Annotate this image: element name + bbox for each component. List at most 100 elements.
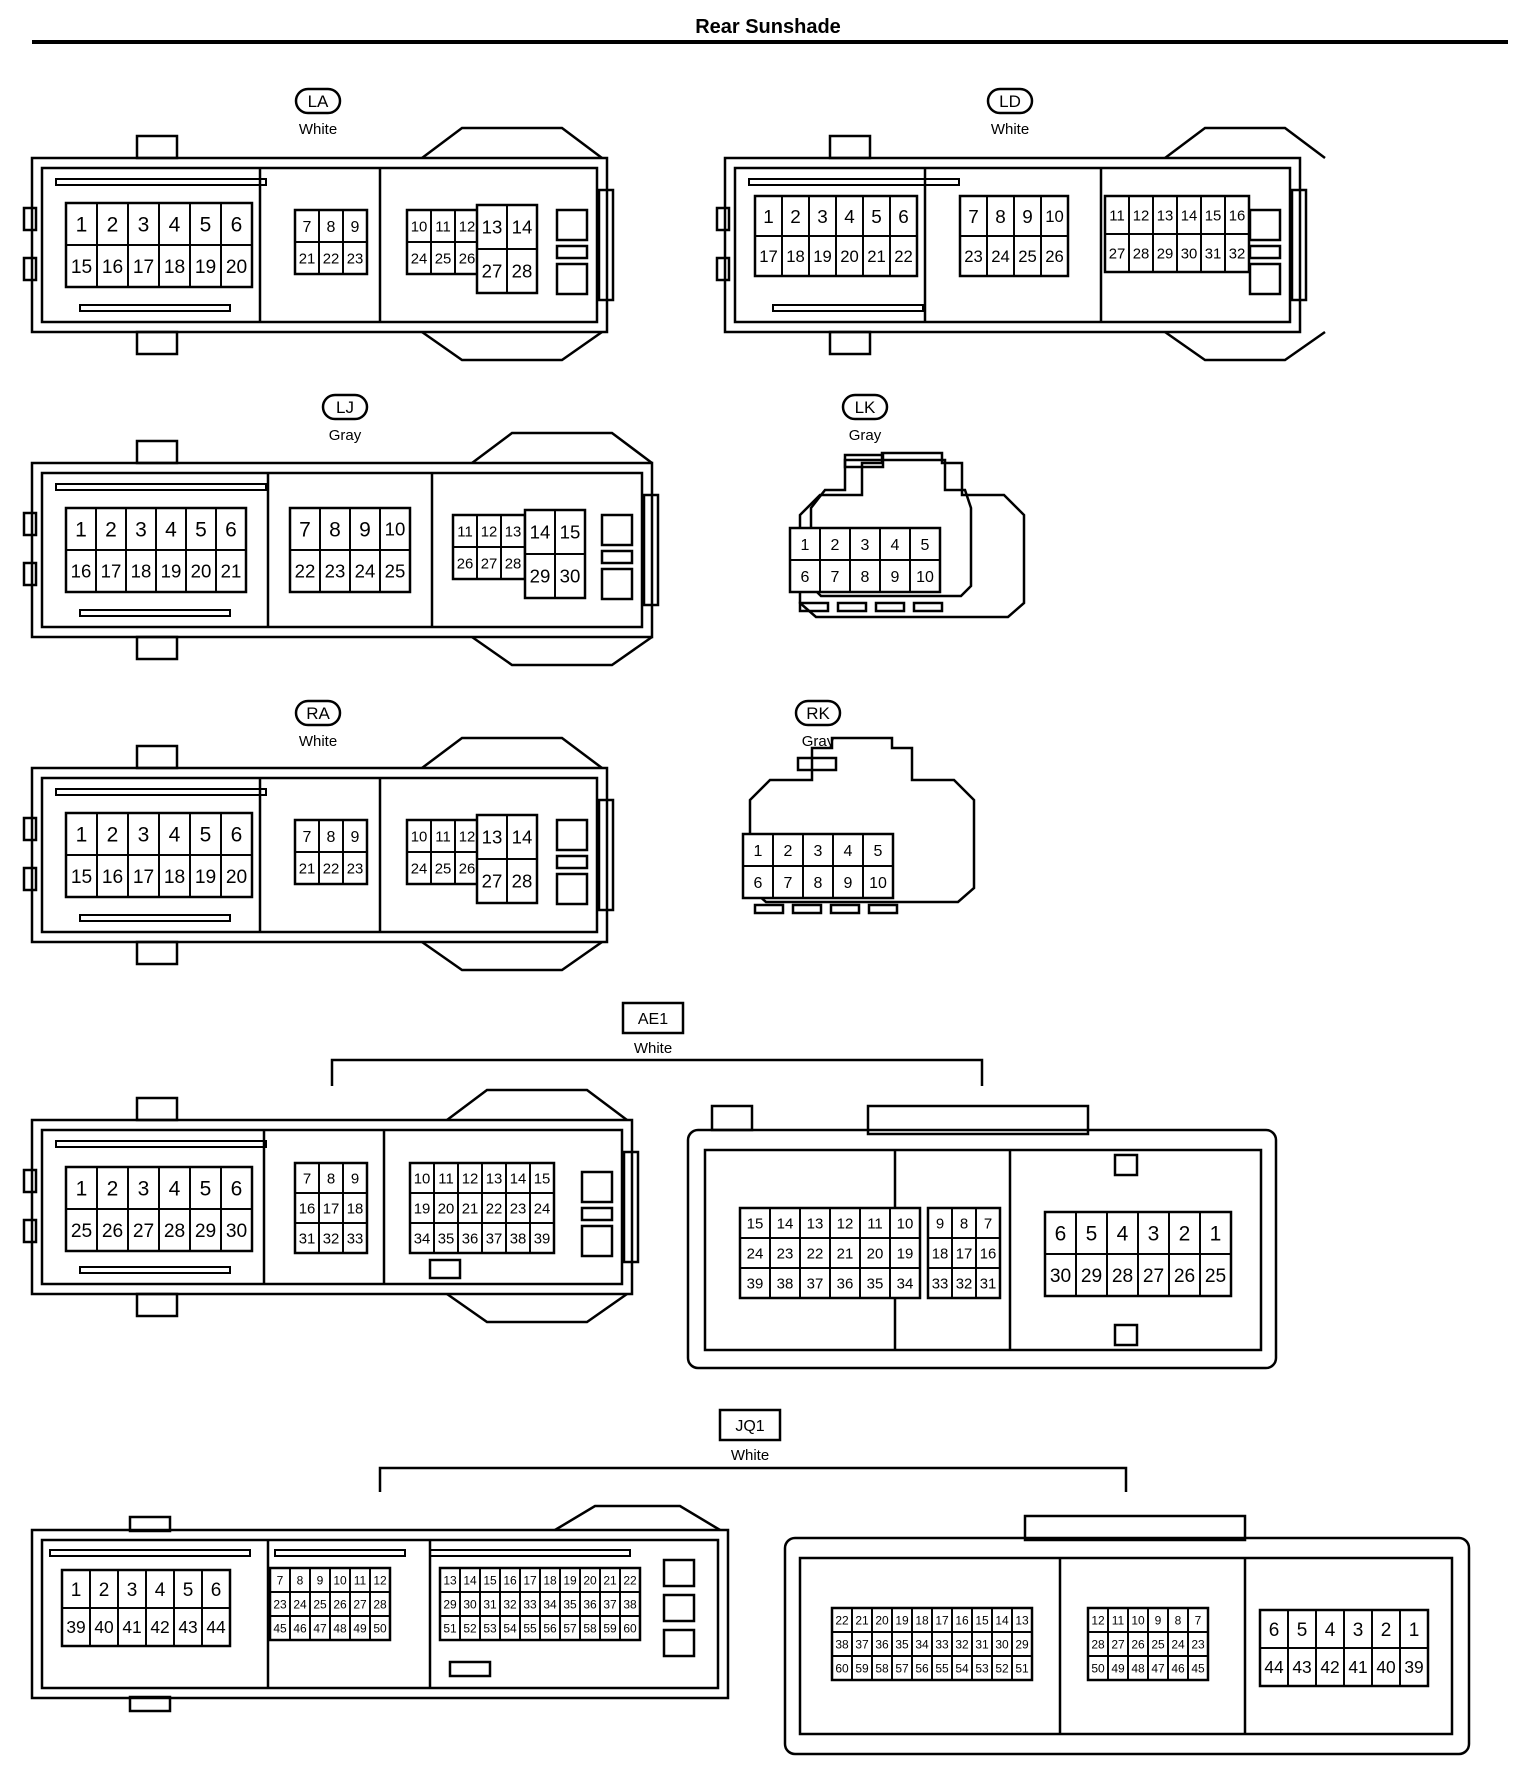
housing-part <box>867 903 899 915</box>
pin-number: 1 <box>76 824 88 847</box>
pin-number: 16 <box>102 867 123 888</box>
pin-cell <box>889 235 918 277</box>
pin-number: 2 <box>107 214 119 237</box>
pin-number: 53 <box>975 1661 989 1675</box>
pin-number: 13 <box>807 1215 824 1232</box>
pin-number: 14 <box>512 827 533 848</box>
pin-number: 52 <box>463 1621 477 1635</box>
pin-number: 12 <box>459 219 476 235</box>
housing-part <box>1248 244 1282 260</box>
housing-part <box>135 635 179 661</box>
pin-number: 45 <box>1191 1661 1205 1675</box>
pin-number: 15 <box>483 1573 497 1587</box>
connector-code: JQ1 <box>735 1418 764 1435</box>
pin-number: 31 <box>1205 246 1222 262</box>
pin-number: 7 <box>303 1170 311 1187</box>
connector-code: LD <box>999 92 1021 111</box>
pin-number: 21 <box>221 561 242 582</box>
pin-number: 14 <box>777 1215 794 1232</box>
pin-number: 5 <box>921 537 930 554</box>
pin-number: 2 <box>99 1580 110 1601</box>
pin-number: 18 <box>786 247 805 266</box>
housing-outline <box>421 736 603 769</box>
pin-number: 11 <box>435 829 450 845</box>
pin-number: 6 <box>231 1178 243 1201</box>
pin-number: 27 <box>481 556 498 572</box>
pin-number: 7 <box>1195 1613 1202 1627</box>
pin-number: 10 <box>411 219 428 235</box>
pin-number: 10 <box>869 875 887 892</box>
pin-number: 28 <box>505 556 522 572</box>
connector-color: White <box>299 733 337 750</box>
pin-number: 3 <box>1353 1620 1364 1641</box>
pin-number: 23 <box>510 1201 527 1217</box>
pin-number: 13 <box>486 1171 503 1187</box>
pin-number: 37 <box>807 1275 824 1292</box>
housing-part <box>866 1104 1090 1136</box>
pin-number: 24 <box>411 861 428 877</box>
pin-number: 12 <box>837 1215 854 1232</box>
pin-number: 12 <box>373 1573 387 1587</box>
pin-number: 23 <box>347 251 364 267</box>
pin-cell <box>619 1615 641 1641</box>
pin-cell <box>506 858 538 904</box>
housing-part <box>22 561 38 587</box>
pin-number: 9 <box>891 569 900 586</box>
housing-outline <box>40 471 644 629</box>
latch-slot <box>55 1140 267 1148</box>
pin-number: 33 <box>347 1231 364 1247</box>
pin-number: 43 <box>178 1617 197 1637</box>
housing-part <box>128 1515 172 1533</box>
pin-number: 4 <box>169 824 181 847</box>
pin-number: 3 <box>1148 1223 1160 1246</box>
pin-number: 14 <box>512 217 533 238</box>
pin-number: 24 <box>411 251 428 267</box>
pin-number: 30 <box>1181 246 1198 262</box>
pin-number: 44 <box>206 1617 226 1637</box>
housing-outline <box>798 451 1026 619</box>
connector-color: White <box>299 121 337 138</box>
pin-number: 16 <box>503 1573 517 1587</box>
pin-number: 23 <box>273 1597 287 1611</box>
pin-number: 21 <box>299 861 316 877</box>
pin-cell <box>975 1267 1001 1299</box>
housing-outline <box>40 1538 720 1690</box>
latch-slot <box>55 788 267 796</box>
latch-slot <box>79 304 231 312</box>
pin-number: 9 <box>351 219 360 236</box>
pin-cell <box>379 549 411 593</box>
pin-number: 11 <box>1112 1613 1125 1627</box>
housing-part <box>912 601 944 613</box>
pin-number: 60 <box>623 1621 637 1635</box>
pin-number: 5 <box>200 824 212 847</box>
pin-number: 27 <box>1109 246 1126 262</box>
pin-number: 8 <box>327 1170 335 1187</box>
pin-number: 33 <box>935 1637 949 1651</box>
pin-number: 3 <box>135 519 147 542</box>
pin-number: 7 <box>784 875 793 892</box>
latch-slot <box>49 1549 251 1557</box>
connector-code-box <box>718 1408 782 1442</box>
pin-number: 7 <box>299 519 311 542</box>
pin-number: 2 <box>1179 1223 1191 1246</box>
pin-number: 31 <box>980 1276 997 1292</box>
pin-number: 29 <box>1157 246 1174 262</box>
latch-slot <box>429 1549 631 1557</box>
housing-outline <box>1164 330 1326 362</box>
pin-number: 38 <box>510 1231 527 1247</box>
connector-code-badge <box>986 87 1034 115</box>
pin-number: 7 <box>984 1215 992 1232</box>
pin-number: 21 <box>299 251 316 267</box>
pin-number: 17 <box>956 1246 973 1262</box>
connector-color: Gray <box>849 427 882 444</box>
pin-number: 15 <box>560 522 581 543</box>
pin-number: 6 <box>231 214 243 237</box>
pin-number: 39 <box>747 1275 764 1292</box>
page-title: Rear Sunshade <box>695 16 841 38</box>
pin-number: 22 <box>486 1201 503 1217</box>
pin-number: 3 <box>861 537 870 554</box>
bracket-line <box>330 1058 984 1086</box>
